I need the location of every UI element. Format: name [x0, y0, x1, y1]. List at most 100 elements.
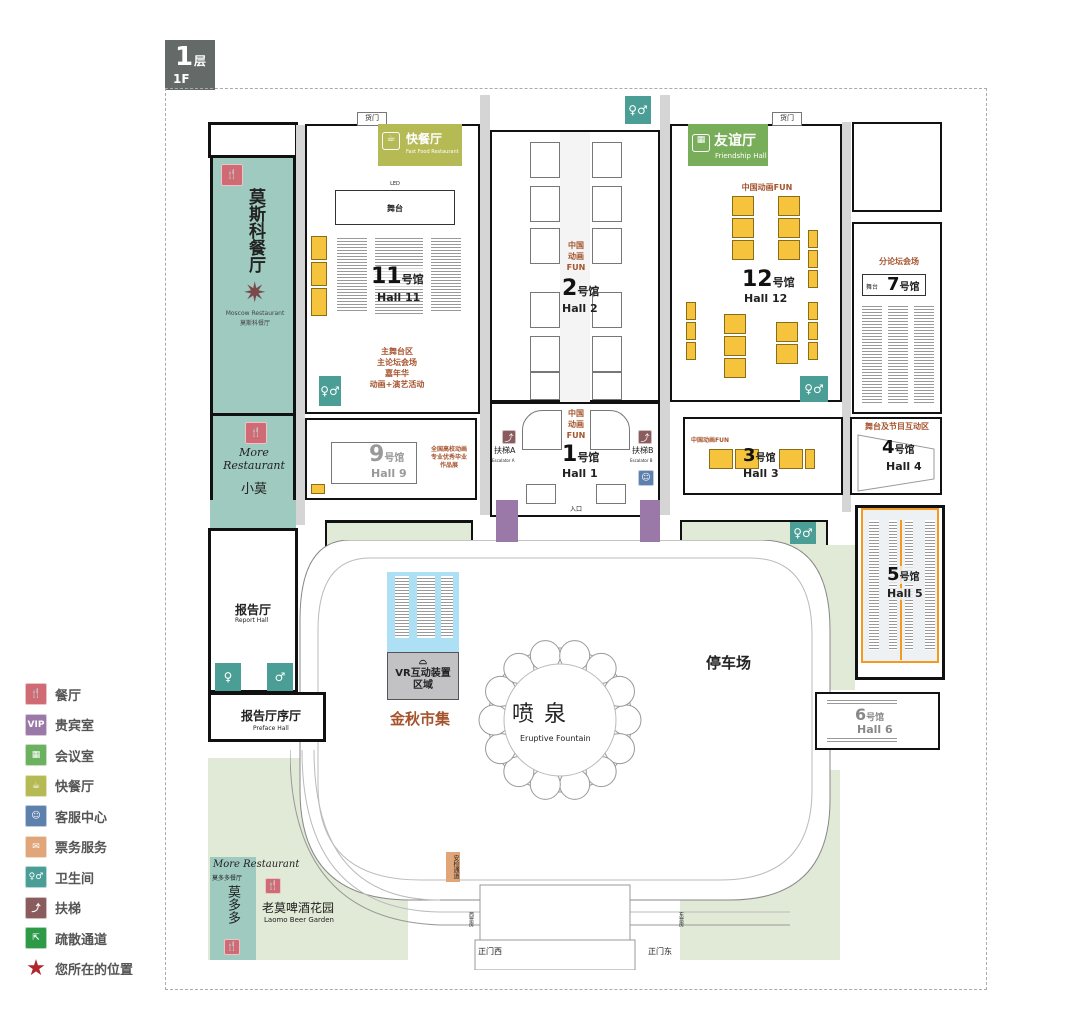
- booth[interactable]: [592, 336, 622, 372]
- booth[interactable]: [530, 336, 560, 372]
- restaurant-icon: 🍴: [245, 422, 267, 444]
- seating: [431, 236, 461, 311]
- vr-device-area: ⌓ VR互动装置区域: [387, 652, 459, 700]
- hall-3-en: Hall 3: [743, 467, 779, 480]
- booth[interactable]: [530, 292, 560, 328]
- hall-11-stage: 舞台: [335, 190, 455, 225]
- vip-room[interactable]: [640, 500, 660, 542]
- booth[interactable]: [732, 240, 754, 260]
- booth[interactable]: [808, 270, 818, 288]
- legend-item: ⤴扶梯: [25, 896, 81, 919]
- legend-item: ⇱疏散通道: [25, 927, 107, 949]
- booth[interactable]: [311, 262, 327, 286]
- booth[interactable]: [778, 240, 800, 260]
- restaurant-icon: 🍴: [265, 878, 281, 894]
- booth[interactable]: [530, 186, 560, 222]
- hall-6[interactable]: 6号馆 Hall 6: [815, 692, 940, 750]
- booth[interactable]: [530, 372, 560, 400]
- hall-suffix: 号馆: [899, 572, 920, 583]
- booth-row: [905, 520, 913, 650]
- booth[interactable]: [686, 322, 696, 340]
- hall-5[interactable]: 5号馆 Hall 5: [861, 508, 939, 663]
- parking-label: 停车场: [706, 654, 752, 672]
- entrance-label: 入口: [570, 506, 583, 513]
- booth[interactable]: [311, 484, 325, 494]
- booth[interactable]: [808, 342, 818, 360]
- report-hall-name: 报告厅: [235, 603, 272, 617]
- booth[interactable]: [592, 142, 622, 178]
- gate-west[interactable]: 正门西: [478, 947, 502, 956]
- vr-label: VR互动装置区域: [395, 668, 451, 691]
- moduoduo-restaurant[interactable]: More Restaurant 莫多多餐厅 莫多多 🍴: [210, 857, 299, 960]
- booth[interactable]: [808, 230, 818, 248]
- booth[interactable]: [596, 484, 626, 504]
- booth[interactable]: [732, 218, 754, 238]
- booth[interactable]: [778, 196, 800, 216]
- seating: [827, 736, 897, 744]
- fountain-en: Eruptive Fountain: [520, 734, 591, 743]
- booth[interactable]: [808, 250, 818, 268]
- beer-garden-en: Laomo Beer Garden: [264, 916, 334, 924]
- booth[interactable]: [779, 449, 803, 469]
- vip-room[interactable]: [496, 500, 518, 542]
- hall-12[interactable]: 货门 中国动画FUN 12号馆 Hall 12 ♀♂: [670, 112, 842, 402]
- hall-3[interactable]: 中国动画FUN 3号馆 Hall 3: [683, 417, 843, 495]
- booth[interactable]: [724, 358, 746, 378]
- booth[interactable]: [778, 218, 800, 238]
- booth[interactable]: [724, 336, 746, 356]
- booth[interactable]: [808, 322, 818, 340]
- friendship-hall[interactable]: ▦ 友谊厅 Friendship Hall: [688, 124, 768, 166]
- booth[interactable]: [592, 292, 622, 328]
- booth[interactable]: [724, 314, 746, 334]
- security-channel: 安检通道: [446, 852, 460, 882]
- cargo-door: 货门: [357, 112, 387, 126]
- fast-food-restaurant[interactable]: ☕ 快餐厅 Fast Food Restaurant: [378, 124, 462, 166]
- booth[interactable]: [808, 302, 818, 320]
- booth[interactable]: [592, 228, 622, 264]
- booth[interactable]: [709, 449, 733, 469]
- hall-1-en: Hall 1: [562, 467, 598, 480]
- report-hall[interactable]: 报告厅 Report Hall ♀ ♂: [208, 528, 298, 693]
- floor-badge: 1 层 1F: [165, 40, 215, 90]
- legend-label: 疏散通道: [55, 932, 108, 948]
- booth[interactable]: [732, 196, 754, 216]
- legend-item: 🍴餐厅: [25, 683, 81, 705]
- hall-4[interactable]: 舞台及节目互动区 4号馆 Hall 4: [850, 417, 942, 495]
- hall-9[interactable]: 9号馆 Hall 9 全国高校动画专业优秀毕业作品展: [305, 418, 477, 500]
- moscow-restaurant[interactable]: 🍴 莫斯科餐厅 ✷ Moscow Restaurant 莫斯科餐厅: [210, 158, 296, 416]
- restaurant-icon: 🍴: [25, 683, 47, 705]
- escalator-b-en: Escalator B: [630, 458, 653, 463]
- preface-hall[interactable]: 报告厅序厅 Preface Hall: [208, 692, 326, 742]
- booth[interactable]: [311, 236, 327, 260]
- vr-zone[interactable]: ⌓ VR互动装置区域: [387, 572, 459, 700]
- seating: [914, 304, 934, 404]
- booth[interactable]: [776, 344, 798, 364]
- booth[interactable]: [592, 372, 622, 400]
- booth[interactable]: [776, 322, 798, 342]
- booth[interactable]: [805, 449, 815, 469]
- hall-2-en: Hall 2: [562, 302, 598, 315]
- booth[interactable]: [530, 228, 560, 264]
- legend-label: 快餐厅: [55, 780, 95, 795]
- booth[interactable]: [526, 484, 556, 504]
- gate-east[interactable]: 正门东: [648, 947, 672, 956]
- hall-7[interactable]: 分论坛会场 舞台 7号馆: [852, 222, 942, 414]
- booth[interactable]: [735, 449, 759, 469]
- hall-4-note: 舞台及节目互动区: [865, 422, 929, 431]
- booth[interactable]: [686, 342, 696, 360]
- hall-suffix: 号馆: [894, 445, 915, 456]
- booth[interactable]: [530, 142, 560, 178]
- booth[interactable]: [311, 288, 327, 316]
- room-ne: [852, 122, 942, 212]
- hall-7-stage: 舞台: [866, 284, 879, 291]
- hall-11[interactable]: 货门 舞台 LED 11号馆 Hall 11 主舞台区主论坛会场嘉年华动画+演艺…: [305, 112, 480, 414]
- booth[interactable]: [592, 186, 622, 222]
- booth[interactable]: [686, 302, 696, 320]
- legend-item: ▦会议室: [25, 744, 94, 766]
- floor-char: 层: [194, 54, 207, 68]
- legend-label: 卫生间: [55, 871, 95, 887]
- legend-item: ☺客服中心: [25, 805, 107, 827]
